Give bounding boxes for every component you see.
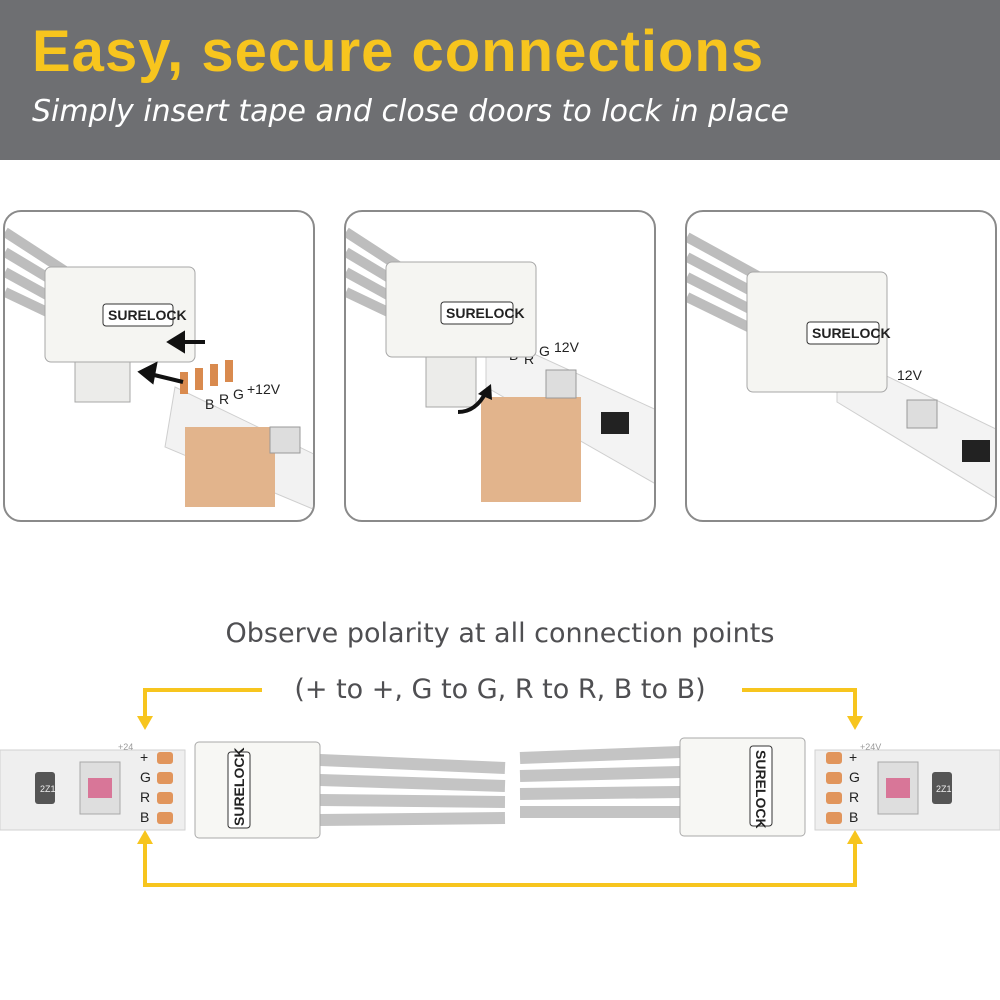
polarity-arrows xyxy=(143,688,857,887)
left-led-lens xyxy=(88,778,112,798)
adhesive-backing xyxy=(481,397,581,502)
right-surelock-connector xyxy=(679,737,806,837)
pin-label-g: G xyxy=(233,386,244,402)
brand-label: SURELOCK xyxy=(446,305,525,321)
led-chip xyxy=(269,426,301,454)
left-voltage-label: +24 xyxy=(118,742,133,752)
left-resistor xyxy=(35,772,55,804)
pin-label-r: R xyxy=(219,391,229,407)
left-copper-pads xyxy=(157,752,173,824)
pin-label-voltage: 12V xyxy=(897,367,923,383)
right-copper-pads xyxy=(826,752,842,824)
pin-label-voltage: 12V xyxy=(554,339,580,355)
left-pin-plus: + xyxy=(140,749,148,765)
copper-pads xyxy=(180,360,233,394)
surelock-logo xyxy=(102,303,174,327)
extension-cable xyxy=(319,746,681,826)
left-resistor-label: 2Z1 xyxy=(40,784,56,794)
tape-marker xyxy=(962,440,990,462)
left-pin-r: R xyxy=(140,789,150,805)
right-pin-b: B xyxy=(849,809,858,825)
pin-label-g: G xyxy=(539,343,550,359)
step-2-illustration: B R G 12V SURELOCK xyxy=(346,227,654,502)
step-1-illustration: B R G +12V SURELOCK xyxy=(5,227,313,510)
connector-door xyxy=(425,356,477,408)
page-title: Easy, secure connections xyxy=(32,19,765,84)
left-pin-g: G xyxy=(140,769,151,785)
step-1-panel: B R G +12V SURELOCK xyxy=(3,210,315,522)
step-3-panel: 12V SURELOCK xyxy=(685,210,997,522)
pin-label-voltage: +12V xyxy=(247,381,281,397)
right-surelock-logo xyxy=(749,745,773,827)
polarity-diagram: 2Z1 +24 + G R B SURELOCK SURELOCK + G R … xyxy=(0,688,1000,887)
insert-arrows xyxy=(137,330,205,385)
right-led-lens xyxy=(886,778,910,798)
surelock-logo xyxy=(440,301,514,325)
surelock-logo xyxy=(806,321,880,345)
step-3-illustration: 12V SURELOCK xyxy=(687,232,995,499)
header-banner xyxy=(0,0,1000,160)
led-chip xyxy=(906,399,938,429)
brand-label: SURELOCK xyxy=(812,325,891,341)
right-pin-g: G xyxy=(849,769,860,785)
pin-label-b: B xyxy=(205,396,214,412)
pin-label-r: R xyxy=(524,351,534,367)
right-pin-r: R xyxy=(849,789,859,805)
polarity-mapping: (+ to +, G to G, R to R, B to B) xyxy=(294,674,706,705)
right-brand-label: SURELOCK xyxy=(753,750,769,829)
connector-door xyxy=(74,361,131,403)
right-resistor-label: 2Z1 xyxy=(936,784,952,794)
right-pin-plus: + xyxy=(849,749,857,765)
page-subtitle: Simply insert tape and close doors to lo… xyxy=(32,94,789,129)
left-brand-label: SURELOCK xyxy=(231,747,247,826)
left-surelock-logo xyxy=(227,751,251,829)
right-resistor xyxy=(932,772,952,804)
left-surelock-connector xyxy=(194,741,321,839)
adhesive-backing xyxy=(185,427,275,507)
tape-marker xyxy=(601,412,629,434)
led-chip xyxy=(545,369,577,399)
polarity-arrowheads xyxy=(137,716,863,844)
step-2-panel: B R G 12V SURELOCK xyxy=(344,210,656,522)
left-pin-b: B xyxy=(140,809,149,825)
right-voltage-label: +24V xyxy=(860,742,881,752)
polarity-instruction: Observe polarity at all connection point… xyxy=(225,618,775,649)
brand-label: SURELOCK xyxy=(108,307,187,323)
close-door-arrowhead xyxy=(478,384,492,400)
